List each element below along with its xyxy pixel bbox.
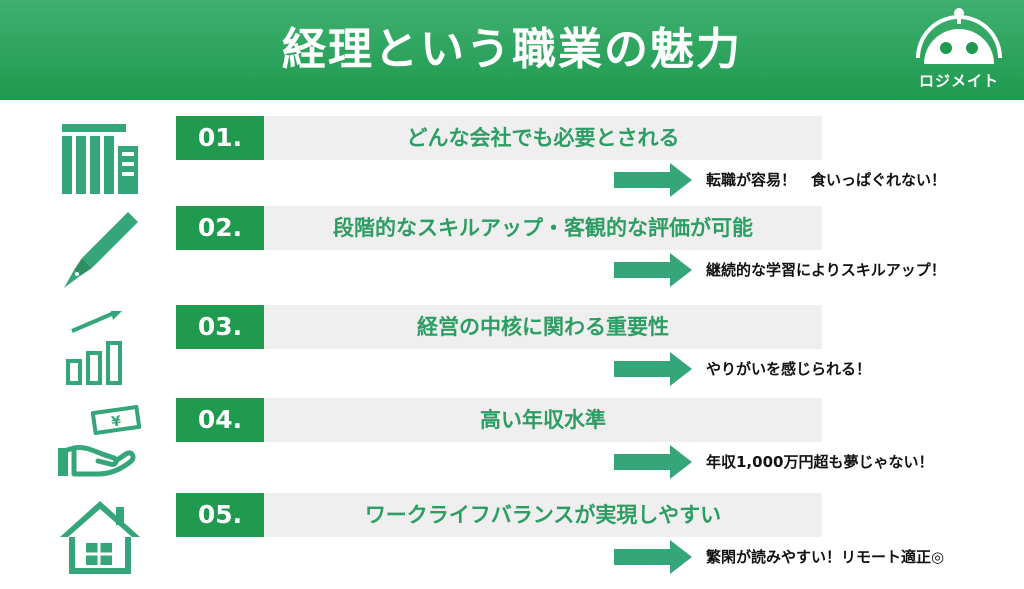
yen-symbol: ¥ xyxy=(110,413,122,430)
arrow-right-icon xyxy=(614,352,692,386)
money-hand-icon: ¥ xyxy=(58,405,142,477)
arrow-right-icon xyxy=(614,253,692,287)
item-title: 経営の中核に関わる重要性 xyxy=(264,305,822,349)
item-number: 04. xyxy=(176,398,264,442)
item-result: 継続的な学習によりスキルアップ！ xyxy=(706,261,946,279)
item-result: 年収1,000万円超も夢じゃない！ xyxy=(706,453,934,471)
arrow-right-icon xyxy=(614,540,692,574)
feature-row-3: 03. 経営の中核に関わる重要性 やりがいを感じられる！ xyxy=(0,305,1024,401)
item-number: 05. xyxy=(176,493,264,537)
logo: ロジメイト xyxy=(914,8,1004,94)
item-title: ワークライフバランスが実現しやすい xyxy=(264,493,822,537)
item-result: 転職が容易！ 食いっぱぐれない！ xyxy=(706,171,947,189)
house-icon xyxy=(60,501,140,574)
fountain-pen-icon xyxy=(64,212,138,288)
item-title: 高い年収水準 xyxy=(264,398,822,442)
item-number: 03. xyxy=(176,305,264,349)
feature-row-1: 01. どんな会社でも必要とされる 転職が容易！ 食いっぱぐれない！ xyxy=(0,116,1024,212)
feature-row-5: 05. ワークライフバランスが実現しやすい 繁閑が読みやすい！リモート適正◎ xyxy=(0,493,1024,589)
item-number: 01. xyxy=(176,116,264,160)
page-title: 経理という職業の魅力 xyxy=(282,24,742,75)
item-result: 繁閑が読みやすい！リモート適正◎ xyxy=(706,548,945,566)
arrow-right-icon xyxy=(614,445,692,479)
header-banner: 経理という職業の魅力 ロジメイト xyxy=(0,0,1024,100)
feature-row-4: ¥ 04. 高い年収水準 年収1,000万円超も夢じゃない！ xyxy=(0,398,1024,494)
robot-logo-icon xyxy=(916,8,1002,64)
arrow-right-icon xyxy=(614,163,692,197)
item-title: 段階的なスキルアップ・客観的な評価が可能 xyxy=(264,206,822,250)
item-title: どんな会社でも必要とされる xyxy=(264,116,822,160)
building-icon xyxy=(62,124,138,194)
feature-row-2: 02. 段階的なスキルアップ・客観的な評価が可能 継続的な学習によりスキルアップ… xyxy=(0,206,1024,302)
item-number: 02. xyxy=(176,206,264,250)
item-result: やりがいを感じられる！ xyxy=(706,360,872,378)
growth-chart-icon xyxy=(66,311,122,385)
logo-text: ロジメイト xyxy=(918,72,999,90)
